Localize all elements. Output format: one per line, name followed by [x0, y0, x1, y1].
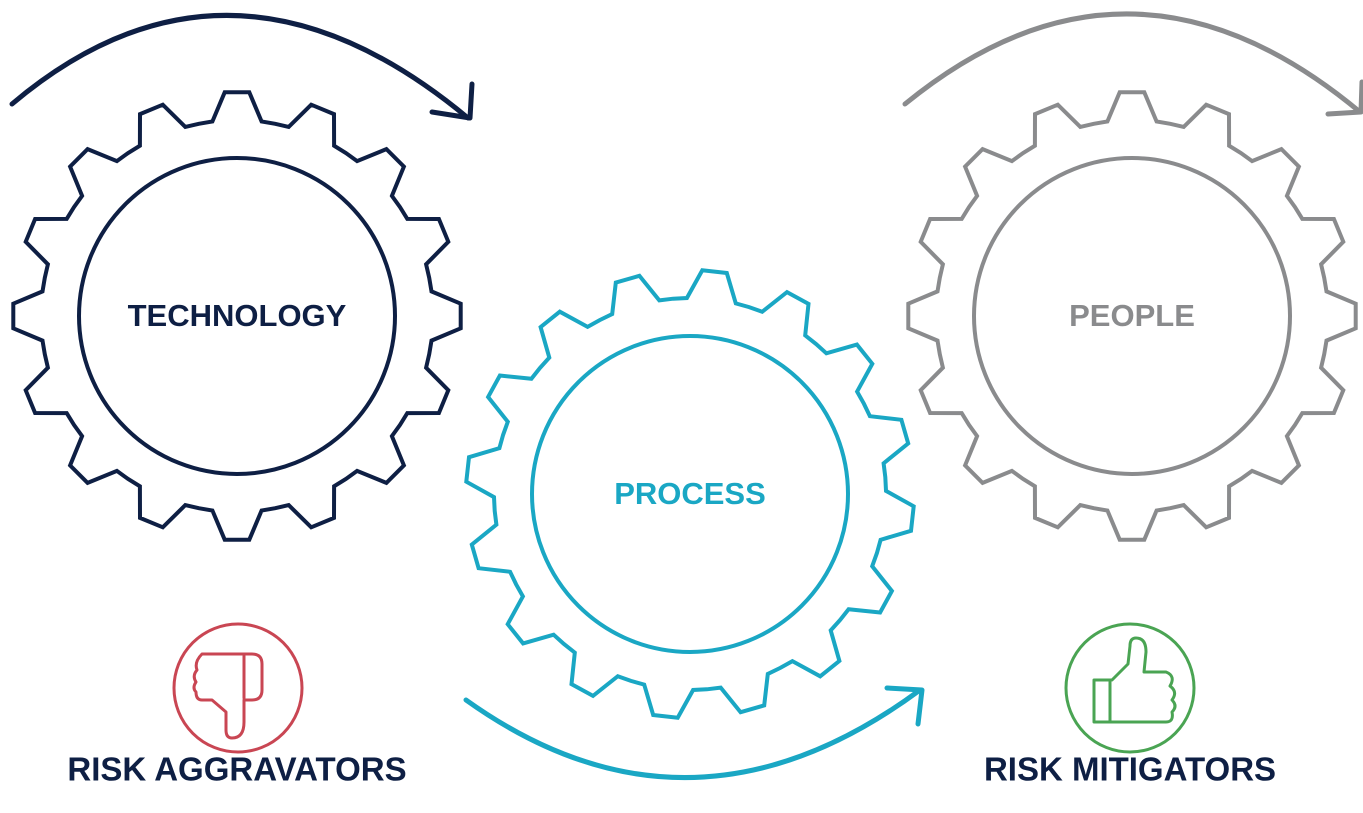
thumbs-up-icon: [1064, 622, 1196, 754]
gear-process-teeth: [464, 268, 916, 720]
arrow-process-head: [884, 685, 925, 727]
gear-technology-teeth: [11, 90, 463, 542]
risk-mitigators-label: RISK MITIGATORS: [984, 751, 1276, 788]
arrow-process: [463, 685, 925, 781]
gear-technology-label: TECHNOLOGY: [128, 298, 347, 333]
gear-process: PROCESS: [464, 268, 916, 720]
arrow-people-head: [1325, 79, 1363, 117]
risk-aggravators-label: RISK AGGRAVATORS: [67, 751, 406, 788]
thumbs-down-icon: [172, 622, 304, 754]
arrow-people: [902, 11, 1363, 117]
arrow-process-arc: [463, 687, 923, 781]
gear-people-teeth: [906, 90, 1358, 542]
gear-process-inner-ring: [530, 334, 850, 654]
gear-people: PEOPLE: [906, 90, 1358, 542]
gear-technology-inner-ring: [77, 156, 397, 476]
arrow-people-arc: [902, 11, 1363, 115]
gear-technology: TECHNOLOGY: [11, 90, 463, 542]
arrow-technology-arc: [9, 13, 471, 121]
arrow-technology-head: [429, 81, 475, 121]
gear-people-label: PEOPLE: [1069, 298, 1195, 333]
arrow-technology: [9, 13, 475, 121]
gear-process-label: PROCESS: [614, 476, 766, 511]
gear-people-inner-ring: [972, 156, 1292, 476]
